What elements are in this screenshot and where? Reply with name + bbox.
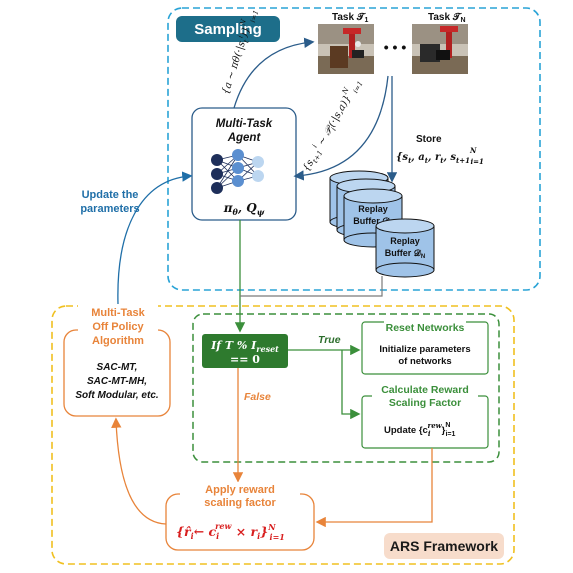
task-dots: • • • (384, 39, 407, 55)
sampling-frame (167, 7, 541, 291)
green-frame (192, 313, 500, 463)
offpolicy-title1: Multi-Task (91, 307, 145, 319)
condition-box (202, 334, 288, 368)
apply-title2: scaling factor (204, 497, 276, 509)
update-parameters-arrow (117, 171, 193, 305)
update-label2: parameters (80, 203, 139, 215)
offpolicy-alg3: Soft Modular, etc. (75, 390, 158, 401)
true-label: True (318, 334, 341, 346)
ars-frame (51, 305, 515, 565)
ars-tag (384, 533, 504, 559)
sampling-tag (176, 16, 280, 42)
taskN-label: Task 𝒯N (428, 11, 466, 24)
replay-buffer-N-line1: Replay (390, 236, 420, 246)
offpolicy-alg1: SAC-MT, (97, 362, 138, 373)
task1-scene-image (318, 24, 374, 74)
false-label: False (244, 391, 271, 403)
task1-label: Task 𝒯1 (332, 11, 369, 24)
agent-params: πθ, Qψ (223, 201, 265, 217)
neural-network-icon (211, 149, 264, 194)
taskN-scene-image (412, 24, 468, 74)
replay-buffer-N-line2: Buffer 𝒟N (385, 248, 426, 260)
agent-title-2: Agent (227, 132, 262, 144)
update-label1: Update the (82, 189, 139, 201)
apply-title1: Apply reward (205, 484, 275, 496)
reset-networks-body2: of networks (398, 356, 451, 367)
reset-networks-title-overlay: Reset Networks (386, 322, 465, 334)
replay-to-condition-line (240, 276, 383, 297)
store-label: Store (416, 134, 442, 145)
next-state-equation: {st+1i ∼ 𝒫i(·|s,a)}Ni=1 (298, 75, 365, 174)
offpolicy-title2: Off Policy (92, 321, 144, 333)
condition-line1: If T % Ireset (210, 339, 279, 354)
replay-buffer-N: Replay Buffer 𝒟N (375, 218, 435, 278)
sampling-label: Sampling (194, 21, 262, 38)
replay-buffer-stack: B Replay Buffer 𝒟1 Replay (329, 170, 435, 278)
apply-to-offpolicy-arrow (111, 417, 167, 525)
replay-buffer-1: Replay Buffer 𝒟1 (343, 188, 403, 248)
reward-to-apply-line (315, 448, 433, 528)
ars-label: ARS Framework (390, 538, 498, 554)
next-state-arrow (293, 75, 389, 181)
true-branch-to-reward (341, 350, 361, 420)
reward-scaling-title1: Calculate Reward (381, 384, 469, 396)
offpolicy-alg2: SAC-MT-MH, (87, 376, 147, 387)
offpolicy-title3: Algorithm (92, 335, 144, 347)
agent-title-1: Multi-Task (216, 118, 273, 130)
replay-buffer-1-line1: Replay (358, 204, 388, 214)
reset-networks-body1: Initialize parameters (379, 344, 470, 355)
condition-line2: == 0 (230, 353, 260, 366)
reward-scaling-title2: Scaling Factor (389, 397, 461, 409)
action-arrow (233, 37, 315, 109)
